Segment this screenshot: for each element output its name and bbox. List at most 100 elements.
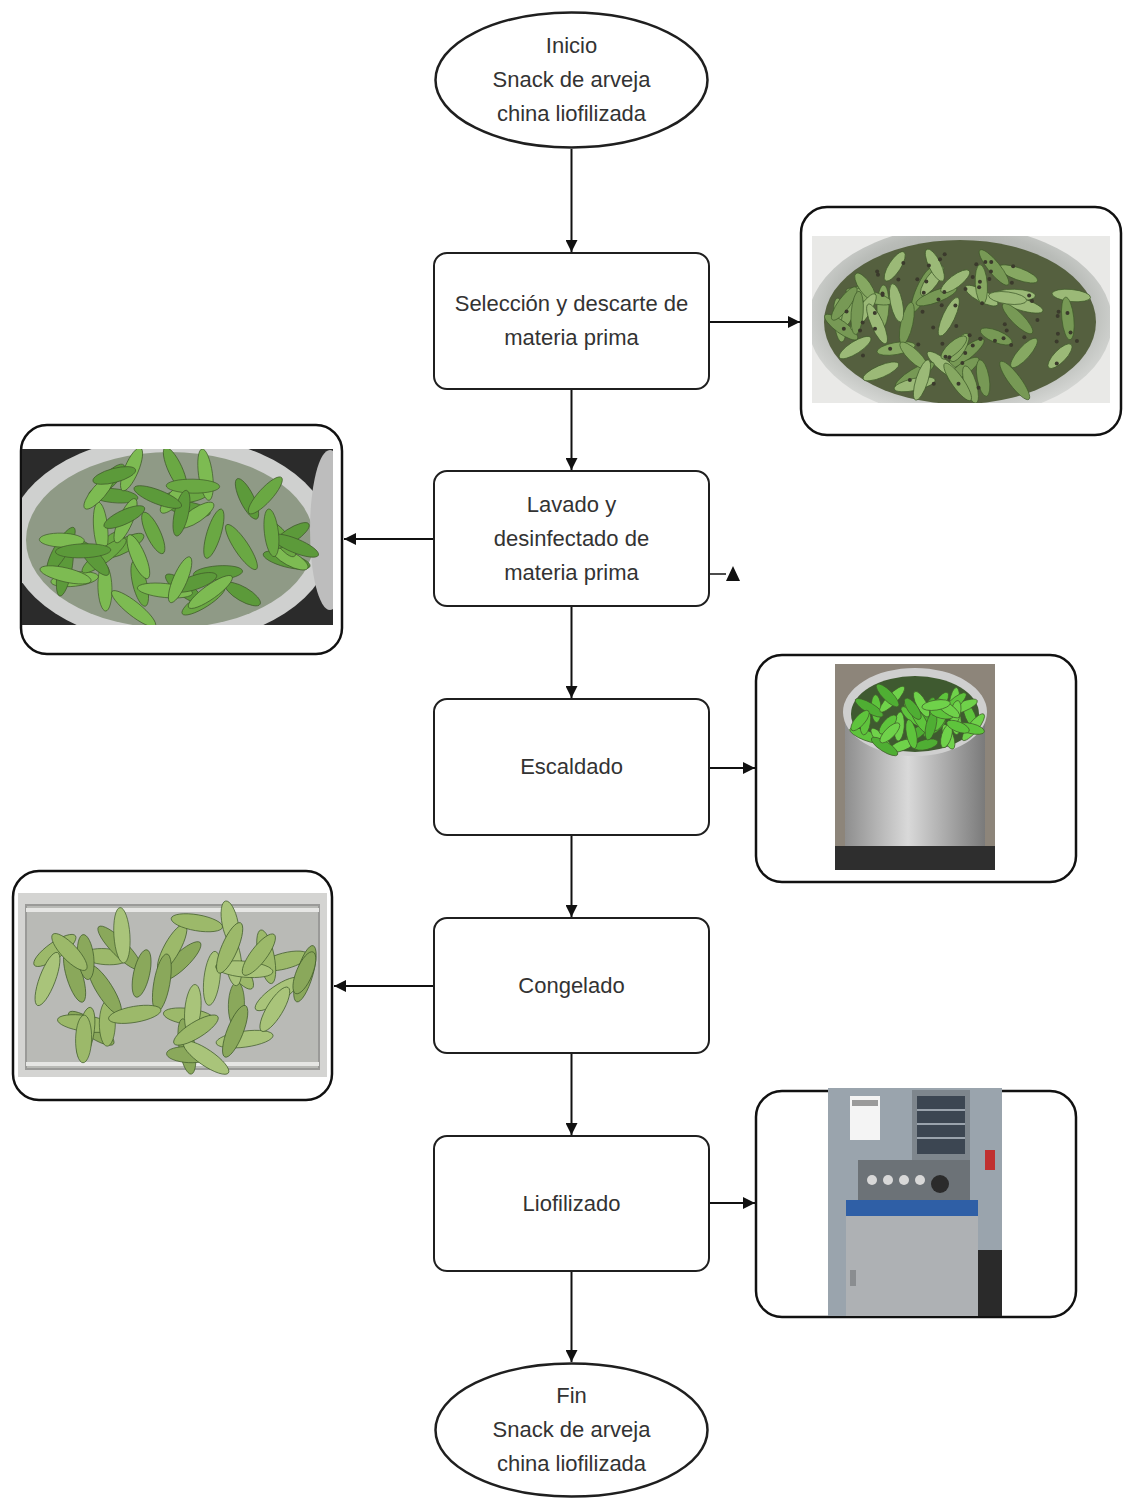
pea-pod <box>880 249 909 284</box>
stem-bit <box>876 273 880 277</box>
pea-pod <box>848 708 872 734</box>
stem-bit <box>947 355 951 359</box>
stem-bit <box>963 351 967 355</box>
pea-pods <box>30 899 321 1077</box>
text-group: Liofilizado <box>523 1187 621 1221</box>
stem-bit <box>978 280 982 284</box>
node-label: Liofilizado <box>523 1187 621 1221</box>
stem-bit <box>873 311 877 315</box>
pea-pod <box>288 949 320 997</box>
stem-bit <box>989 260 993 264</box>
stem-bit <box>993 339 997 343</box>
leader-arrow <box>710 321 800 323</box>
stem-bit <box>1035 318 1039 322</box>
stem-bit <box>861 354 865 358</box>
process-box: Congelado <box>433 917 710 1054</box>
stem-bit <box>963 287 967 291</box>
text-group: Escaldado <box>520 750 623 784</box>
stem-bit <box>1005 328 1009 332</box>
pea-pods <box>38 449 321 625</box>
end-terminal: FinSnack de arveja china liofilizada <box>434 1362 709 1498</box>
pea-pod <box>861 358 901 384</box>
stem-bit <box>1055 339 1059 343</box>
photo-blanching <box>835 664 995 870</box>
pea-pod <box>255 983 295 1035</box>
photo-freeze-dryer <box>828 1088 1002 1316</box>
stem-bit <box>989 269 993 273</box>
pea-pod <box>999 300 1037 338</box>
stem-bit <box>978 337 982 341</box>
pea-pod <box>938 332 970 363</box>
leader-arrow <box>710 1202 755 1204</box>
stem-bit <box>940 342 944 346</box>
stem-bit <box>881 292 885 296</box>
pea-pod <box>996 358 1034 403</box>
stem-bit <box>977 386 981 390</box>
stem-bit <box>1057 310 1061 314</box>
stem-bit <box>842 327 846 331</box>
stem-bit <box>980 301 984 305</box>
stem-bit <box>915 277 919 281</box>
pea-pod <box>211 920 247 977</box>
terminal-ellipse <box>436 1364 708 1497</box>
stem-bit <box>888 347 892 351</box>
node-label: Selección y descarte de materia prima <box>442 287 702 355</box>
photo-frame <box>801 207 1121 435</box>
pea-pod <box>934 295 963 338</box>
pea-pod <box>55 543 111 559</box>
process-box: Selección y descarte de materia prima <box>433 252 710 390</box>
flow-arrow <box>571 149 573 252</box>
pea-pod <box>922 247 948 284</box>
pea-pod <box>218 1003 253 1060</box>
pea-pod <box>873 681 902 710</box>
node-label: Inicio <box>546 29 597 63</box>
pea-pod <box>974 264 989 304</box>
pea-pod <box>112 907 132 964</box>
pea-pod <box>237 930 280 980</box>
stem-bit <box>971 343 975 347</box>
stem-bit <box>861 320 865 324</box>
stem-bit <box>908 378 912 382</box>
pea-pod <box>221 521 262 573</box>
pea-pod <box>877 720 903 746</box>
stem-bit <box>1003 322 1007 326</box>
process-box: Liofilizado <box>433 1135 710 1272</box>
stem-bit <box>1069 330 1073 334</box>
photo-frame <box>756 1091 1076 1317</box>
photo-freezing <box>18 893 327 1077</box>
photo-selection <box>812 236 1110 403</box>
stem-bit <box>1022 335 1026 339</box>
pea-pod <box>289 943 321 1004</box>
pea-pods <box>848 681 988 759</box>
pea-pod <box>149 953 175 1014</box>
stem-bit <box>942 290 946 294</box>
pea-pod <box>128 948 154 999</box>
text-group: Congelado <box>518 969 624 1003</box>
pea-pod <box>910 358 934 402</box>
stem-bit <box>1056 332 1060 336</box>
stem-bit <box>960 361 964 365</box>
pea-pod <box>904 719 920 750</box>
stem-bit <box>1065 311 1069 315</box>
leader-arrow <box>710 767 755 769</box>
pea-pod <box>107 1002 162 1027</box>
pea-pod <box>940 360 976 403</box>
pea-pod <box>101 501 147 533</box>
process-box: Lavado y desinfectado de materia prima <box>433 470 710 607</box>
pea-pod <box>1007 335 1041 371</box>
stem-bit <box>954 324 958 328</box>
pea-pod <box>170 910 224 935</box>
stem-bit <box>1075 339 1079 343</box>
stem-bit <box>1002 336 1006 340</box>
pea-pod <box>1044 340 1075 372</box>
stem-bit <box>1010 281 1014 285</box>
flow-arrow <box>571 1272 573 1362</box>
stem-bit <box>931 326 935 330</box>
pea-pod <box>30 950 65 1009</box>
pea-pod <box>137 509 169 556</box>
stem-bit <box>875 270 879 274</box>
pea-pod <box>849 291 864 335</box>
pea-pod <box>170 1010 222 1051</box>
stem-bit <box>924 279 928 283</box>
pea-pod <box>164 554 196 605</box>
